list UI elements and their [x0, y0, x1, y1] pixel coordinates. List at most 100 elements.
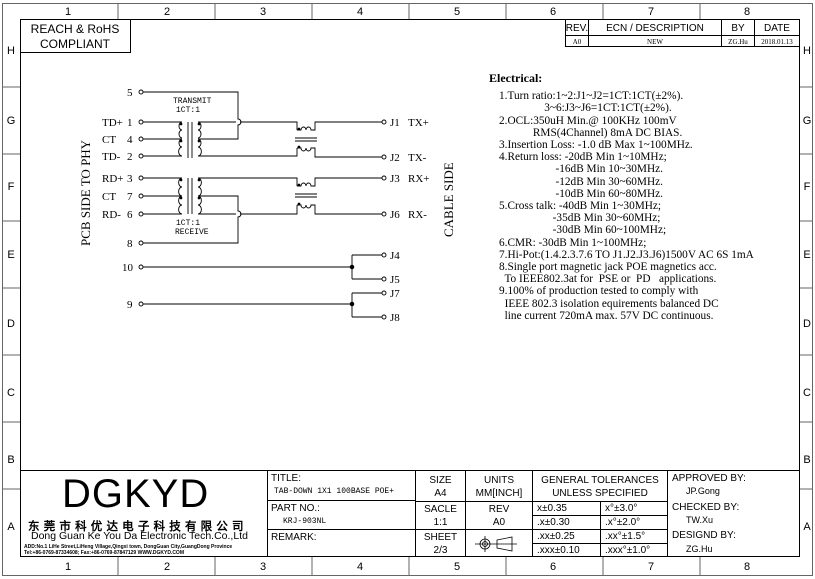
row-label-right: B: [803, 454, 810, 466]
electrical-spec-line: -12dB Min 30~60MHz.: [499, 175, 663, 188]
tolerance-linear: .xxx±0.10: [537, 545, 580, 556]
pin-number: 1: [127, 117, 133, 129]
col-label-bottom: 2: [164, 561, 170, 573]
row-label-left: A: [7, 521, 15, 533]
size-label: SIZE: [429, 475, 452, 486]
units-value: MM[INCH]: [475, 488, 523, 499]
pin-number: 6: [127, 209, 133, 221]
row-label-left: E: [7, 249, 14, 261]
by-header: BY: [731, 23, 745, 34]
rev-label: REV: [488, 504, 510, 515]
outer-frame: [2, 3, 813, 576]
col-label-bottom: 6: [550, 561, 556, 573]
col-label-top: 3: [260, 6, 266, 18]
receive-common-mode-choke: [295, 177, 382, 215]
title-label: TITLE:: [271, 473, 302, 484]
col-label-top: 7: [648, 6, 654, 18]
electrical-spec-line: -16dB Min 10~30MHz.: [499, 163, 663, 176]
pin-name: TD+: [102, 117, 123, 129]
ecn-value: NEW: [647, 38, 663, 46]
electrical-spec-line: 6.CMR: -30dB Min 1~100MHz;: [499, 236, 647, 249]
electrical-specs: Electrical: 1.Turn ratio:1~2:J1~J2=1CT:1…: [489, 72, 754, 322]
col-label-bottom: 1: [65, 561, 71, 573]
pin-number: 3: [127, 173, 133, 185]
pin-number: 5: [127, 87, 133, 99]
col-label-top: 8: [744, 6, 750, 18]
rev-value: A0: [492, 517, 506, 528]
checked-by-label: CHECKED BY:: [672, 502, 740, 513]
row-label-left: C: [7, 387, 15, 399]
row-label-left: B: [7, 454, 14, 466]
col-label-bottom: 5: [454, 561, 460, 573]
electrical-spec-line: 9.100% of production tested to comply wi…: [499, 285, 699, 298]
transmit-label: TRANSMIT: [173, 97, 212, 106]
column-labels: 1 2 3 4 5 6 7 8 1 2 3 4 5 6 7 8: [65, 6, 750, 573]
pin-number: 7: [127, 191, 133, 203]
row-label-left: D: [7, 318, 15, 330]
pin-name: CT: [102, 134, 116, 146]
frame-ticks: [3, 3, 812, 575]
col-label-bottom: 4: [357, 561, 363, 573]
revision-table: REV. ECN / DESCRIPTION BY DATE A0 NEW ZG…: [565, 19, 800, 47]
designed-by-label: DESIGND BY:: [672, 530, 736, 541]
approved-by-label: APPROVED BY:: [672, 473, 746, 484]
size-value: A4: [434, 488, 447, 499]
date-value: 2018.01.13: [761, 38, 793, 46]
units-label: UNITS: [484, 475, 514, 486]
part-no-value: KRJ-903NL: [283, 517, 327, 526]
sheet-value: 2/3: [433, 545, 448, 556]
row-label-left: F: [8, 181, 15, 193]
part-no-label: PART NO.:: [271, 503, 320, 514]
col-label-top: 6: [550, 6, 556, 18]
scale-value: 1:1: [433, 517, 448, 528]
shield-connections: [143, 254, 382, 318]
pin-number: 9: [127, 299, 133, 311]
jack-pin-number: J8: [390, 312, 400, 324]
row-label-right: G: [803, 115, 812, 127]
ecn-header: ECN / DESCRIPTION: [606, 23, 704, 34]
electrical-spec-line: 4.Return loss: -20dB Min 1~10MHz;: [499, 151, 667, 164]
pin-name: TD-: [102, 151, 121, 163]
rev-header: REV.: [566, 23, 588, 34]
tolerance-linear: x±0.35: [537, 503, 567, 514]
electrical-spec-line: 3.Insertion Loss: -1.0 dB Max 1~100MHz.: [499, 139, 693, 152]
jack-pin-number: J1: [390, 117, 400, 129]
electrical-spec-line: 2.OCL:350uH Min.@ 100KHz 100mV: [499, 114, 677, 127]
row-label-right: H: [803, 45, 811, 57]
col-label-bottom: 3: [260, 561, 266, 573]
tolerance-linear: .x±0.30: [537, 517, 570, 528]
transmit-common-mode-choke: [295, 121, 382, 158]
electrical-spec-line: 3~6:J3~J6=1CT:1CT(±2%).: [499, 102, 672, 115]
schematic: PCB SIDE TO PHY CABLE SIDE TRANSMIT 1CT:…: [78, 87, 456, 324]
scale-label: SACLE: [424, 504, 457, 515]
projection-symbol-icon: [475, 536, 517, 552]
title-value: TAB-DOWN 1X1 100BASE POE+: [274, 487, 395, 496]
pin-number: 2: [127, 151, 133, 163]
sheet-label: SHEET: [423, 532, 458, 543]
company-logo: DGKYD: [62, 472, 210, 516]
remark-label: REMARK:: [271, 532, 317, 543]
pin-number: 8: [127, 238, 133, 250]
row-label-right: E: [803, 249, 810, 261]
row-label-left: G: [7, 115, 16, 127]
tolerance-angular: .xx°±1.5°: [605, 531, 646, 542]
col-label-top: 4: [357, 6, 363, 18]
receive-transformer: [143, 177, 298, 244]
electrical-spec-line: -35dB Min 30~60MHz;: [499, 212, 661, 225]
tolerance-subtitle: UNLESS SPECIFIED: [552, 488, 648, 499]
pin-name: RD-: [102, 209, 121, 221]
designed-by-value: ZG.Hu: [686, 544, 713, 554]
pin-number: 4: [127, 134, 133, 146]
pin-name: RD+: [102, 173, 123, 185]
approved-by-value: JP.Gong: [686, 486, 720, 496]
checked-by-value: TW.Xu: [686, 515, 714, 525]
col-label-bottom: 7: [648, 561, 654, 573]
jack-pin-name: TX-: [408, 152, 427, 164]
col-label-bottom: 8: [744, 561, 750, 573]
transmit-transformer: [143, 91, 298, 158]
cable-side-label: CABLE SIDE: [441, 162, 456, 237]
row-label-right: A: [803, 521, 811, 533]
jack-pin-number: J6: [390, 209, 400, 221]
jack-pin-number: J4: [390, 250, 400, 262]
electrical-spec-line: 8.Single port magnetic jack POE magnetic…: [499, 261, 717, 274]
